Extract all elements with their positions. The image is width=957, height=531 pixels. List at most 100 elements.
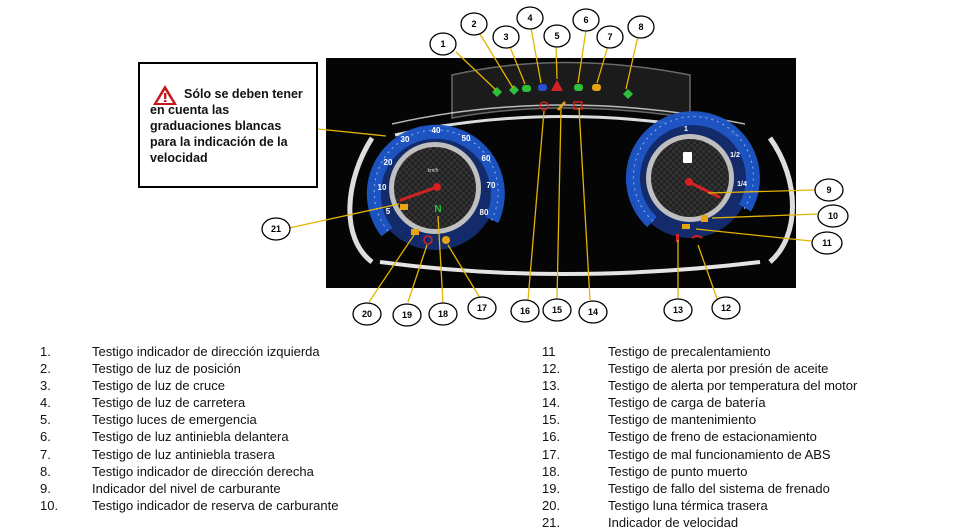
speed-tick: 5 — [386, 207, 391, 216]
speed-tick: 40 — [432, 126, 441, 135]
callout-11: 11 — [811, 231, 843, 255]
speed-tick: 60 — [482, 154, 491, 163]
callout-13: 13 — [663, 298, 693, 322]
speed-tick: 20 — [384, 158, 393, 167]
svg-text:11: 11 — [822, 238, 832, 248]
callout-8: 8 — [627, 15, 655, 39]
callout-9: 9 — [814, 178, 844, 202]
speed-needle — [399, 185, 439, 202]
callout-3: 3 — [492, 25, 520, 49]
fuel-gauge: 1 1/2 1/4 — [625, 111, 760, 238]
svg-text:2: 2 — [471, 19, 476, 29]
callout-20: 20 — [352, 302, 382, 326]
callout-5: 5 — [543, 24, 571, 48]
legend-item: 13.Testigo de alerta por temperatura del… — [542, 378, 858, 394]
svg-text:19: 19 — [402, 310, 412, 320]
engine-temperature-icon — [676, 234, 679, 242]
speed-tick: 70 — [487, 181, 496, 190]
svg-text:17: 17 — [477, 303, 487, 313]
fuel-needle — [687, 180, 721, 199]
legend-item: 15.Testigo de mantenimiento — [542, 412, 757, 428]
svg-text:18: 18 — [438, 309, 448, 319]
legend-item: 12.Testigo de alerta por presión de acei… — [542, 361, 829, 377]
legend-left: 1.Testigo indicador de dirección izquier… — [40, 343, 520, 514]
svg-text:4: 4 — [527, 13, 532, 23]
callout-1: 1 — [429, 32, 457, 56]
warning-text: Sólo se deben tener en cuenta las gradua… — [150, 87, 303, 165]
svg-text:14: 14 — [588, 307, 598, 317]
leader-lines — [288, 27, 818, 308]
svg-text:km/h: km/h — [428, 168, 439, 174]
chrome-frame-right — [767, 136, 795, 264]
legend-item: 14.Testigo de carga de batería — [542, 395, 766, 411]
svg-text:7: 7 — [607, 32, 612, 42]
fuel-reserve-lamp-icon — [701, 215, 708, 222]
callout-19: 19 — [392, 303, 422, 327]
legend-item: 20.Testigo luna térmica trasera — [542, 497, 768, 513]
callout-15: 15 — [542, 298, 572, 322]
position-light-icon — [509, 85, 519, 95]
warning-triangle-icon — [153, 85, 177, 105]
rear-fog-light-icon — [592, 84, 601, 91]
speed-tick: 50 — [462, 134, 471, 143]
chrome-frame-bottom — [379, 260, 761, 276]
legend-item: 7.Testigo de luz antiniebla trasera — [40, 446, 275, 462]
right-turn-signal-icon — [623, 89, 633, 99]
top-warning-lamps — [492, 80, 633, 111]
legend-item: 21.Indicador de velocidad — [542, 514, 739, 530]
legend-item: 17.Testigo de mal funcionamiento de ABS — [542, 446, 831, 462]
rear-defrost-icon — [411, 229, 419, 235]
callout-7: 7 — [596, 25, 624, 49]
left-turn-signal-icon — [492, 87, 502, 97]
glow-plug-icon — [682, 224, 690, 229]
speed-tick: 10 — [378, 183, 387, 192]
fuel-tick: 1/2 — [730, 152, 740, 159]
legend-item: 2.Testigo de luz de posición — [40, 361, 241, 377]
speedometer-lamps: N — [400, 204, 450, 245]
callout-14: 14 — [578, 300, 608, 324]
svg-text:8: 8 — [638, 22, 643, 32]
legend-item: 5.Testigo luces de emergencia — [40, 412, 257, 428]
oil-pressure-icon — [691, 235, 703, 239]
legend-item: 3.Testigo de luz de cruce — [40, 378, 225, 394]
hazard-lights-icon — [551, 80, 563, 91]
fuel-pump-icon — [683, 152, 692, 163]
svg-text:13: 13 — [673, 305, 683, 315]
legend-item: 6.Testigo de luz antiniebla delantera — [40, 429, 289, 445]
svg-text:9: 9 — [826, 185, 831, 195]
callout-markers: 1 2 3 4 5 6 7 8 9 10 11 12 13 14 15 16 1… — [261, 6, 849, 327]
callout-10: 10 — [817, 204, 849, 228]
speedometer: km/h 5 10 20 30 40 50 60 70 80 — [366, 124, 505, 250]
high-beam-icon — [538, 84, 547, 91]
chrome-frame-left — [347, 136, 375, 264]
svg-text:10: 10 — [828, 211, 838, 221]
speed-tick: 80 — [480, 208, 489, 217]
low-beam-icon — [522, 85, 531, 92]
callout-17: 17 — [467, 296, 497, 320]
callout-12: 12 — [711, 296, 741, 320]
fuel-tick: 1 — [684, 126, 688, 133]
maintenance-wrench-icon — [557, 101, 566, 111]
front-fog-light-icon — [574, 84, 583, 91]
neutral-indicator: N — [434, 204, 441, 215]
legend-item: 19.Testigo de fallo del sistema de frena… — [542, 480, 830, 496]
brake-system-fault-icon — [423, 235, 433, 245]
legend-item: 4.Testigo de luz de carretera — [40, 395, 246, 411]
svg-text:3: 3 — [503, 32, 508, 42]
abs-fault-icon — [442, 236, 450, 244]
svg-text:21: 21 — [271, 224, 281, 234]
legend-item: 18.Testigo de punto muerto — [542, 463, 748, 479]
svg-text:16: 16 — [520, 306, 530, 316]
callout-16: 16 — [510, 299, 540, 323]
parking-brake-icon — [539, 101, 549, 111]
speed-graduation-note: Sólo se deben tener en cuenta las gradua… — [138, 62, 318, 188]
callout-6: 6 — [572, 8, 600, 32]
legend-item: 9.Indicador del nivel de carburante — [40, 480, 281, 496]
callout-4: 4 — [516, 6, 544, 30]
callout-2: 2 — [460, 12, 488, 36]
legend-item: 16.Testigo de freno de estacionamiento — [542, 429, 817, 445]
legend-item: 8.Testigo indicador de dirección derecha — [40, 463, 314, 479]
